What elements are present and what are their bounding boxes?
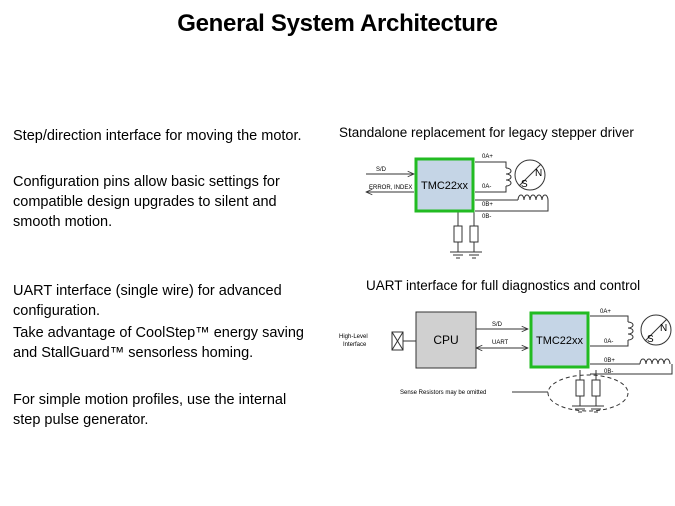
interface-label-line2: Interface — [343, 342, 367, 348]
ob-minus-line-2 — [590, 364, 673, 375]
diagram1-pin-oa-minus: 0A- — [482, 184, 491, 190]
ground-symbol-4 — [588, 405, 604, 413]
oa-minus-line-2 — [590, 340, 629, 347]
ground-symbol-1 — [450, 251, 466, 259]
ground-symbol-2 — [466, 251, 482, 259]
diagram1-motor-s: S — [521, 179, 528, 190]
coil-a — [505, 167, 512, 187]
ground-symbol-3 — [572, 405, 588, 413]
text-coolstep-stallguard: Take advantage of CoolStep™ energy savin… — [13, 325, 304, 361]
coil-a-2 — [627, 321, 634, 341]
coil-b — [517, 194, 549, 201]
text-configuration-pins: Configuration pins allow basic settings … — [13, 174, 280, 230]
diagram1 — [366, 161, 549, 259]
text-motion-profiles: For simple motion profiles, use the inte… — [13, 392, 287, 428]
coil-b-2 — [639, 358, 671, 365]
diagram1-pin-oa-plus: 0A+ — [482, 154, 493, 160]
diagram2-motor-n: N — [660, 323, 667, 334]
diagram2-chip-label: TMC22xx — [536, 335, 584, 347]
diagram2-pin-ob-minus: 0B- — [604, 369, 613, 375]
oa-plus-line — [475, 161, 507, 168]
sense-resistor-highlight — [547, 374, 629, 412]
diagram2-chip — [529, 311, 590, 369]
diagram1-caption: Standalone replacement for legacy steppe… — [339, 125, 634, 140]
cpu-box — [415, 311, 477, 369]
diagram2-motor-s: S — [647, 334, 654, 345]
diagram2-uart-label: UART — [492, 340, 509, 346]
diagram1-motor-n: N — [535, 168, 542, 179]
oa-minus-line — [475, 186, 507, 193]
diagram1-chip — [414, 157, 475, 213]
ob-minus-line — [475, 200, 549, 212]
text-uart-interface: UART interface (single wire) for advance… — [13, 283, 282, 319]
sense-note: Sense Resistors may be omitted — [400, 390, 486, 396]
diagram2-caption: UART interface for full diagnostics and … — [366, 278, 641, 293]
oa-plus-line-2 — [590, 315, 629, 322]
diagram2-pin-ob-plus: 0B+ — [604, 358, 615, 364]
sense-resistor-1 — [453, 225, 463, 243]
diagram2-sd-label: S/D — [492, 322, 503, 328]
text-step-direction: Step/direction interface for moving the … — [13, 128, 302, 144]
diagram1-error-label: ERROR, INDEX — [369, 185, 412, 191]
diagram2-pin-oa-plus: 0A+ — [600, 309, 611, 315]
diagram1-chip-label: TMC22xx — [421, 180, 469, 192]
sense-resistor-4 — [591, 379, 601, 397]
diagram1-pin-ob-minus: 0B- — [482, 214, 491, 220]
interface-label-line1: High-Level — [339, 334, 368, 340]
sense-resistor-3 — [575, 379, 585, 397]
diagram1-pin-ob-plus: 0B+ — [482, 202, 493, 208]
diagram1-sd-label: S/D — [376, 167, 387, 173]
page-title: General System Architecture — [177, 10, 498, 37]
cpu-label: CPU — [433, 333, 458, 347]
diagram2 — [391, 315, 673, 413]
diagram2-pin-oa-minus: 0A- — [604, 339, 613, 345]
sense-resistor-2 — [469, 225, 479, 243]
